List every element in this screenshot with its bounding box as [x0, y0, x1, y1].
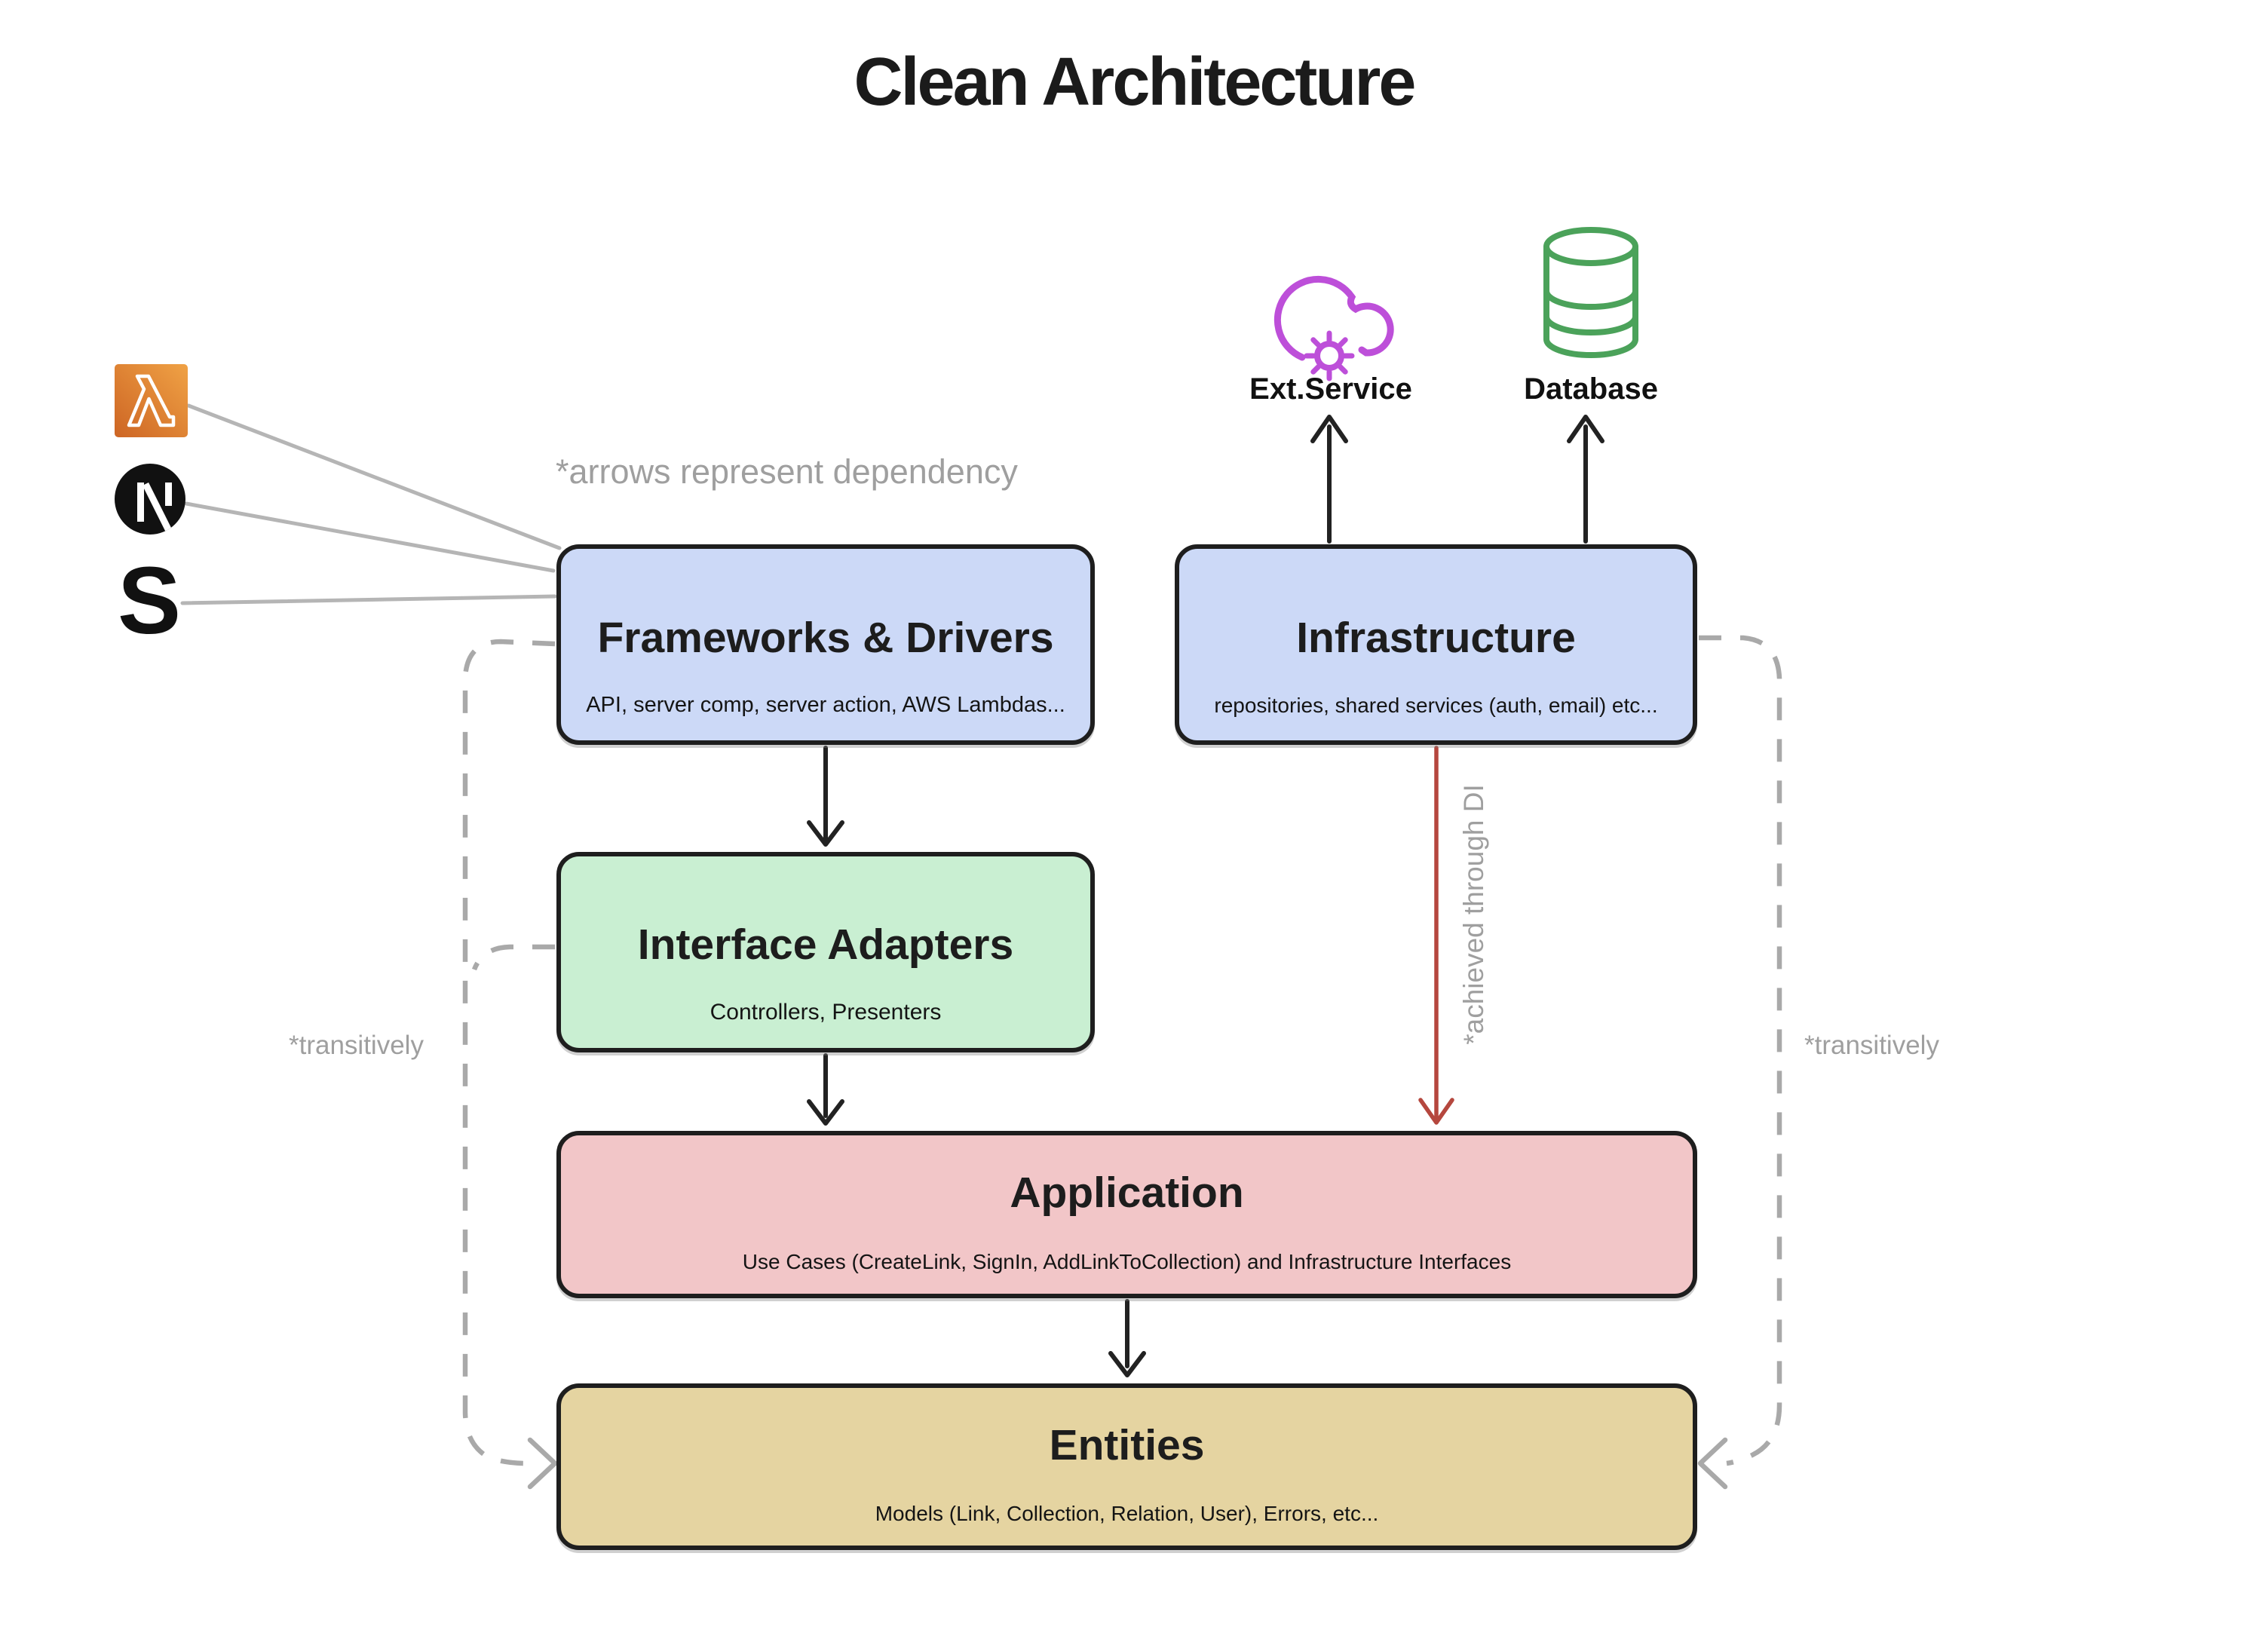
gear-icon — [1314, 341, 1344, 371]
interface-adapters-title: Interface Adapters — [637, 921, 1014, 969]
database-icon — [1534, 226, 1647, 360]
frameworks-drivers-title: Frameworks & Drivers — [597, 613, 1054, 662]
frameworks-drivers-subtitle: API, server comp, server action, AWS Lam… — [586, 693, 1065, 717]
application-title: Application — [1010, 1169, 1244, 1217]
database-label: Database — [1524, 372, 1658, 406]
nextjs-icon: N — [115, 464, 185, 535]
interface-adapters-subtitle: Controllers, Presenters — [710, 1000, 942, 1025]
dependency-arrows — [807, 415, 1604, 1377]
transitively-note-right: *transitively — [1804, 1031, 1939, 1060]
left-dashed-arrowhead — [527, 1437, 558, 1490]
transitively-note-left: *transitively — [289, 1031, 424, 1060]
s-logo: S — [117, 547, 182, 654]
application-subtitle: Use Cases (CreateLink, SignIn, AddLinkTo… — [742, 1250, 1512, 1273]
left-dashed-stub — [471, 944, 555, 971]
infrastructure-box: Infrastructure repositories, shared serv… — [1175, 544, 1697, 745]
infrastructure-title: Infrastructure — [1296, 614, 1576, 662]
application-box: Application Use Cases (CreateLink, SignI… — [556, 1131, 1697, 1298]
ext-service-label: Ext.Service — [1249, 372, 1412, 406]
s-line — [180, 594, 557, 605]
lambda-line — [186, 403, 562, 550]
entities-subtitle: Models (Link, Collection, Relation, User… — [875, 1502, 1379, 1525]
left-dashed-path — [462, 639, 556, 1466]
nextjs-line — [184, 501, 556, 573]
entities-box: Entities Models (Link, Collection, Relat… — [556, 1383, 1697, 1550]
aws-lambda-icon — [115, 364, 188, 437]
page-title: Clean Architecture — [854, 44, 1417, 120]
tech-logo-lines — [180, 403, 562, 605]
ext-service-cloud-icon — [1270, 255, 1395, 384]
achieved-through-di-note: *achieved through DI — [1458, 784, 1489, 1045]
arrows-dependency-note: *arrows represent dependency — [556, 452, 1018, 491]
entities-title: Entities — [1049, 1420, 1205, 1469]
transitive-dashed-paths — [462, 635, 1782, 1490]
infrastructure-subtitle: repositories, shared services (auth, ema… — [1214, 694, 1658, 717]
right-dashed-arrowhead — [1697, 1437, 1728, 1490]
right-dashed-path — [1699, 635, 1782, 1466]
frameworks-drivers-box: Frameworks & Drivers API, server comp, s… — [556, 544, 1095, 745]
interface-adapters-box: Interface Adapters Controllers, Presente… — [556, 852, 1095, 1052]
di-arrow — [1418, 746, 1454, 1125]
